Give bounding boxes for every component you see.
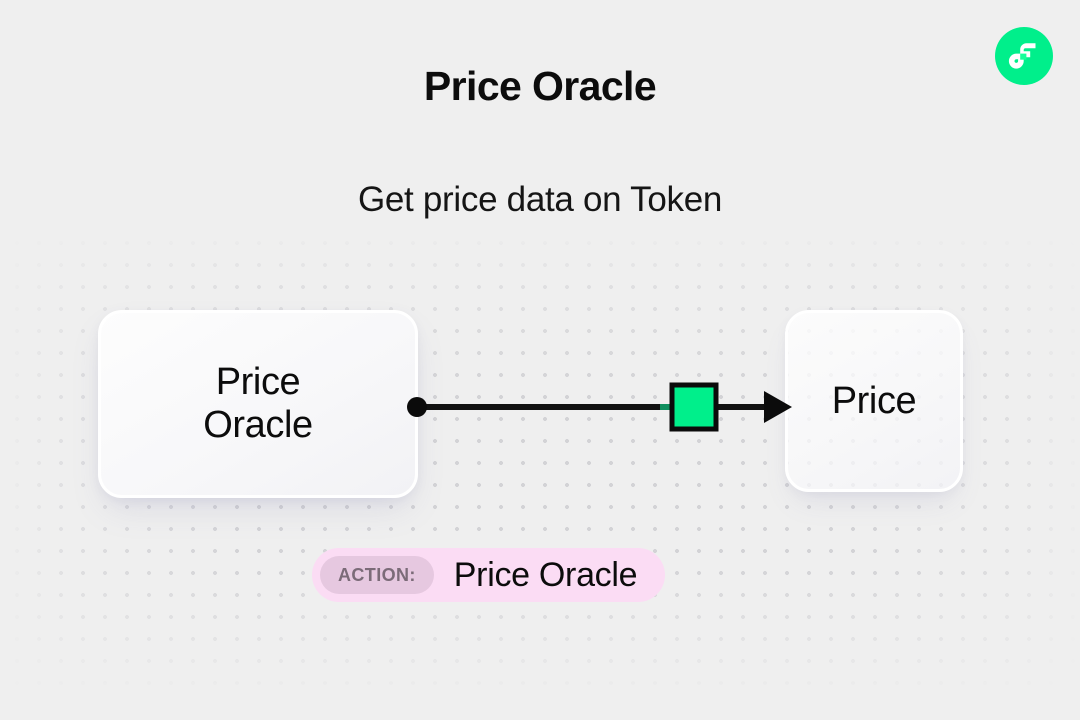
node-label-source: Price Oracle (203, 361, 313, 446)
node-card-price-oracle[interactable]: Price Oracle (98, 310, 418, 498)
action-chip-tag: ACTION: (320, 556, 434, 594)
action-chip-value: Price Oracle (453, 555, 638, 594)
flow-logo-icon (995, 27, 1053, 85)
connector-green-square-icon[interactable] (669, 382, 719, 432)
page-title: Price Oracle (423, 63, 657, 109)
action-chip[interactable]: ACTION: Price Oracle (312, 548, 666, 602)
node-label-target: Price (831, 379, 917, 422)
connector-edge (407, 382, 792, 432)
node-card-price[interactable]: Price (785, 310, 963, 492)
page-subtitle: Get price data on Token (357, 180, 723, 219)
